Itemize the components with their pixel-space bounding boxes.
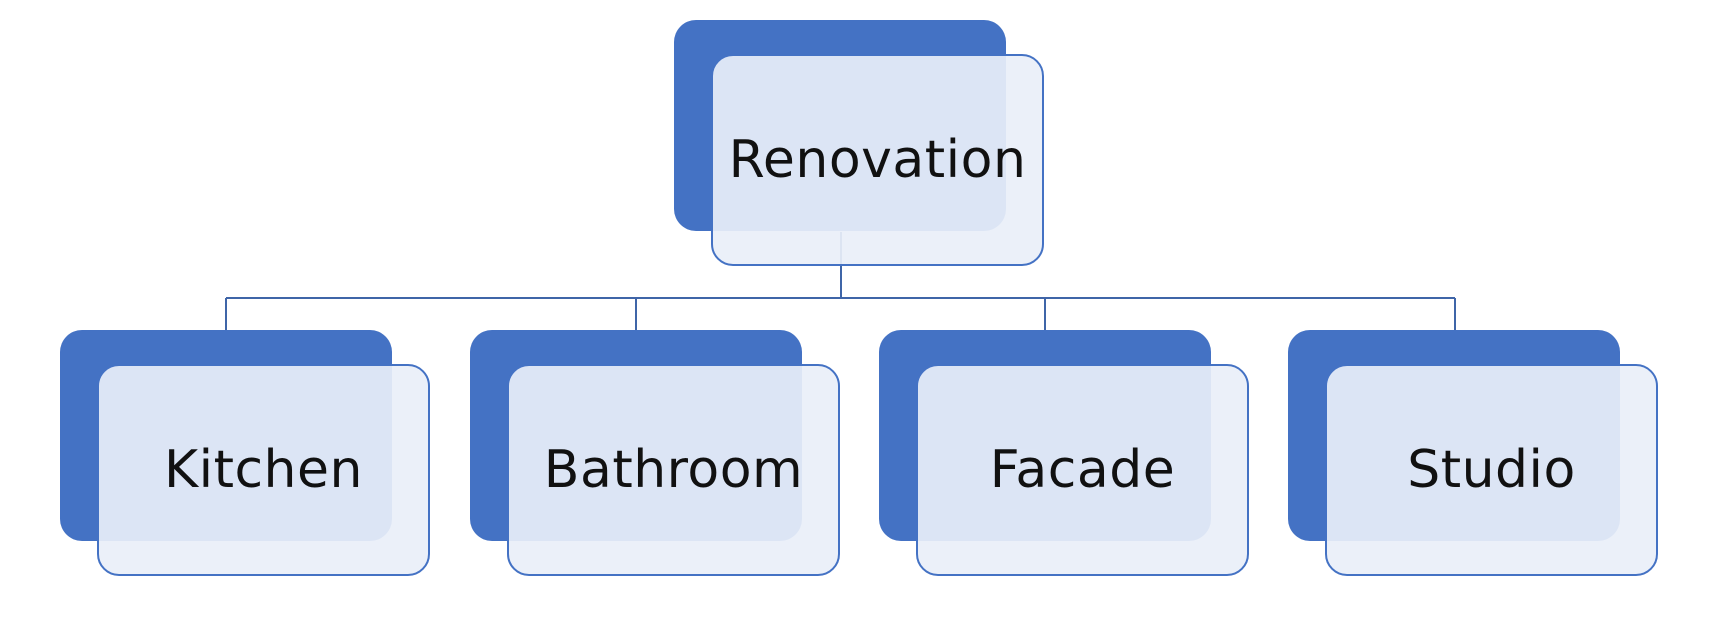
node-kitchen: Kitchen	[60, 330, 430, 578]
node-label: Studio	[1407, 440, 1576, 500]
node-label: Bathroom	[543, 440, 804, 500]
node-front-shape: Renovation	[711, 54, 1044, 266]
node-facade: Facade	[879, 330, 1249, 578]
node-front-shape: Facade	[916, 364, 1249, 576]
node-front-shape: Bathroom	[507, 364, 840, 576]
node-label: Kitchen	[164, 440, 363, 500]
node-bathroom: Bathroom	[470, 330, 840, 578]
node-front-shape: Kitchen	[97, 364, 430, 576]
node-front-shape: Studio	[1325, 364, 1658, 576]
node-label: Facade	[989, 440, 1176, 500]
node-renovation: Renovation	[674, 20, 1044, 268]
node-label: Renovation	[728, 130, 1027, 190]
node-studio: Studio	[1288, 330, 1658, 578]
